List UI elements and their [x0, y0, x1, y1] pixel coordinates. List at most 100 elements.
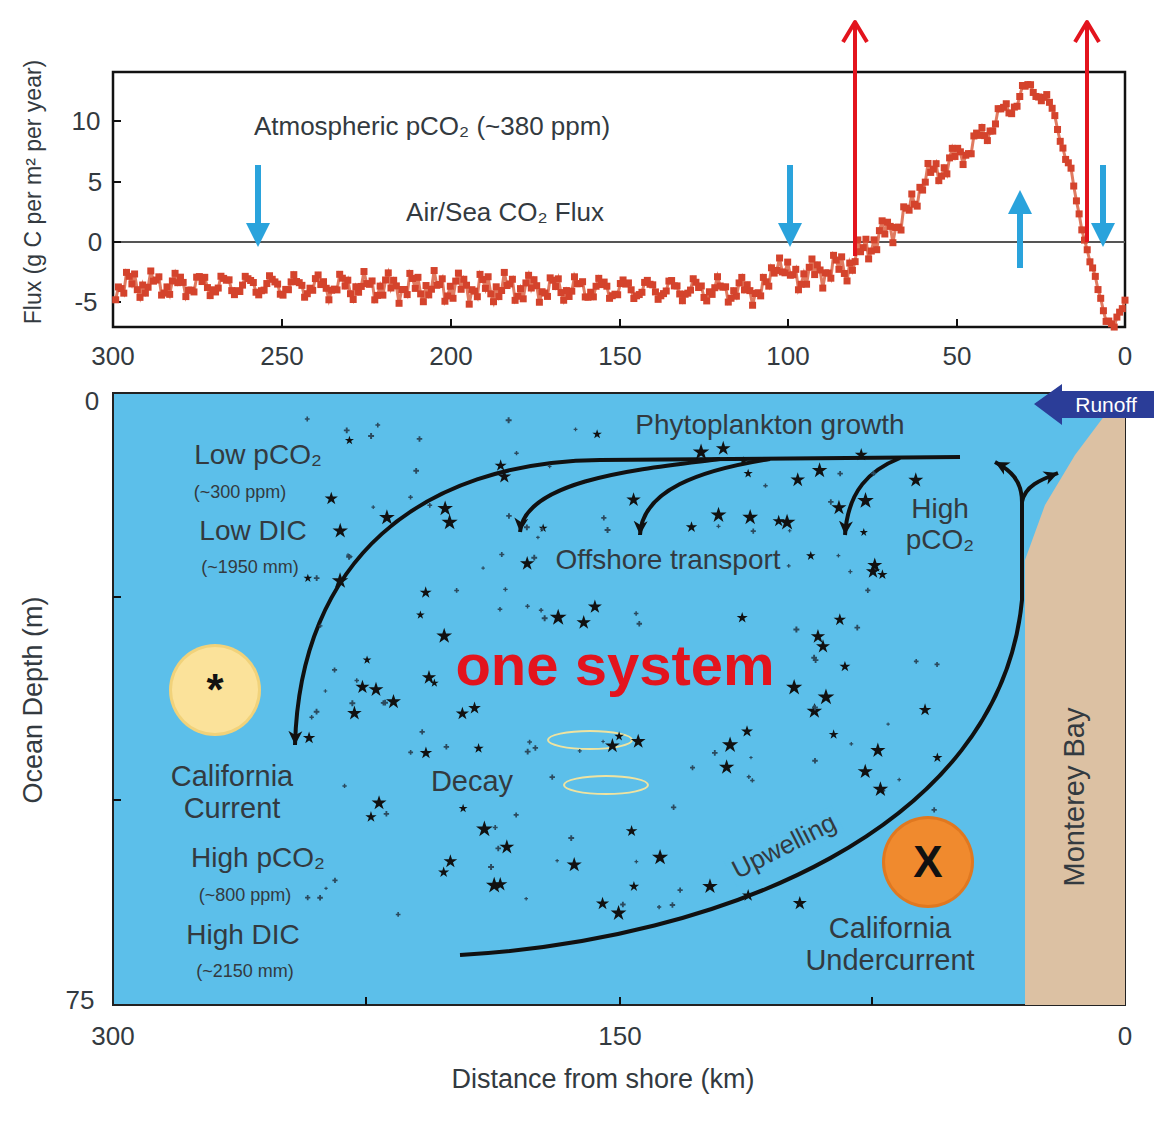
flux-point [204, 284, 211, 291]
flux-point [477, 271, 484, 278]
particle [539, 524, 548, 532]
flux-point [819, 285, 826, 292]
particle [332, 572, 348, 588]
chart-frame [113, 72, 1125, 327]
flux-point [431, 267, 438, 274]
particle [550, 609, 567, 625]
water-property: (~1950 mm) [201, 558, 299, 578]
particle [605, 527, 611, 533]
flux-point [846, 260, 853, 267]
process-label: Decay [431, 766, 513, 798]
flux-point [387, 284, 394, 291]
particle [332, 878, 337, 883]
particle [763, 483, 767, 487]
particle [908, 472, 923, 486]
particle [488, 864, 494, 870]
particle [857, 492, 874, 508]
axis-tick: 0 [85, 387, 99, 416]
flux-point [908, 190, 915, 197]
particle [779, 514, 796, 530]
flux-point [169, 277, 176, 284]
flux-point [460, 276, 467, 283]
particle [567, 857, 582, 871]
particle [548, 465, 552, 469]
particle [386, 694, 401, 708]
flux-point [517, 285, 524, 292]
flux-point [800, 270, 807, 277]
particle [347, 706, 362, 720]
particle [369, 682, 384, 696]
flux-point [536, 299, 543, 306]
flux-point [1057, 138, 1064, 145]
axis-tick: 100 [766, 342, 809, 371]
particle [506, 417, 512, 423]
process-label: Phytoplankton growth [635, 410, 904, 441]
flux-point [242, 273, 249, 280]
flux-point [207, 292, 214, 299]
particle [476, 820, 493, 836]
flux-point [995, 105, 1002, 112]
flux-point [1062, 156, 1069, 163]
particle [849, 742, 853, 746]
particle [637, 621, 642, 626]
particle [363, 655, 372, 663]
flux-arrows [246, 165, 1115, 268]
water-property: (~300 ppm) [194, 483, 287, 503]
flux-point [490, 298, 497, 305]
flux-point [960, 161, 967, 168]
flux-point [396, 300, 403, 307]
particle [498, 607, 503, 612]
flux-point [1073, 197, 1080, 204]
axis-tick: 75 [66, 986, 95, 1015]
flux-point [228, 287, 235, 294]
particle [870, 743, 885, 757]
particle [829, 729, 839, 738]
flux-point [1051, 112, 1058, 119]
particle [420, 729, 425, 734]
process-label: Offshore transport [555, 545, 780, 576]
land [1025, 393, 1125, 1005]
particle [555, 859, 558, 862]
series-label: Air/Sea CO₂ Flux [406, 198, 604, 227]
marker-symbol: X [913, 840, 942, 884]
particle [634, 611, 639, 616]
runoff-label: Runoff [1075, 393, 1137, 416]
flux-point [935, 177, 942, 184]
particle [349, 700, 355, 706]
particle [702, 878, 718, 893]
exchange-arrows [548, 731, 648, 794]
axis-tick: 5 [88, 168, 102, 197]
flux-point [163, 283, 170, 290]
particle [305, 895, 310, 900]
particle [317, 895, 323, 901]
flux-point [900, 203, 907, 210]
flux-point [571, 273, 578, 280]
flux-point [641, 279, 648, 286]
flux-point [760, 274, 767, 281]
particle [786, 679, 802, 694]
particle [897, 778, 901, 782]
axis-tick: 10 [72, 107, 101, 136]
flux-point [147, 267, 154, 274]
axis-tick: 0 [1118, 342, 1132, 371]
particle [303, 731, 315, 743]
particle [935, 662, 940, 667]
particle [408, 495, 413, 500]
particle [371, 505, 375, 509]
flux-point [1113, 314, 1120, 321]
flux-point [1092, 273, 1099, 280]
particle [319, 624, 323, 628]
flux-point [385, 269, 392, 276]
particle [858, 764, 873, 778]
flux-point [844, 277, 851, 284]
particle [368, 433, 374, 439]
flux-point [185, 287, 192, 294]
particle [408, 750, 413, 755]
flux-point [1054, 126, 1061, 133]
particle [873, 781, 889, 796]
flux-point [493, 283, 500, 290]
axis-tick: 200 [429, 342, 472, 371]
particle [812, 758, 818, 764]
flux-point [811, 271, 818, 278]
particle [690, 765, 695, 770]
